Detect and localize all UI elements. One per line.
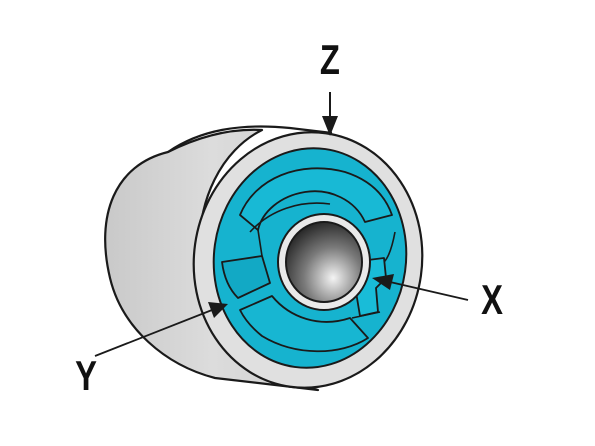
shell-top-edge	[167, 125, 333, 153]
x-leader-line	[389, 281, 469, 301]
z-arrowhead	[322, 116, 338, 136]
x-arrowhead	[372, 274, 394, 290]
center-shaft	[285, 221, 363, 303]
insert-lower-segment	[239, 295, 369, 353]
y-arrowhead	[208, 302, 228, 318]
insert-division-lines	[249, 202, 396, 319]
insert-upper-segment	[239, 167, 393, 231]
label-y: Y	[75, 352, 97, 399]
label-x: X	[481, 276, 503, 323]
label-z: Z	[320, 36, 340, 83]
y-leader-line	[94, 309, 213, 357]
insert-left-segment	[221, 255, 271, 299]
